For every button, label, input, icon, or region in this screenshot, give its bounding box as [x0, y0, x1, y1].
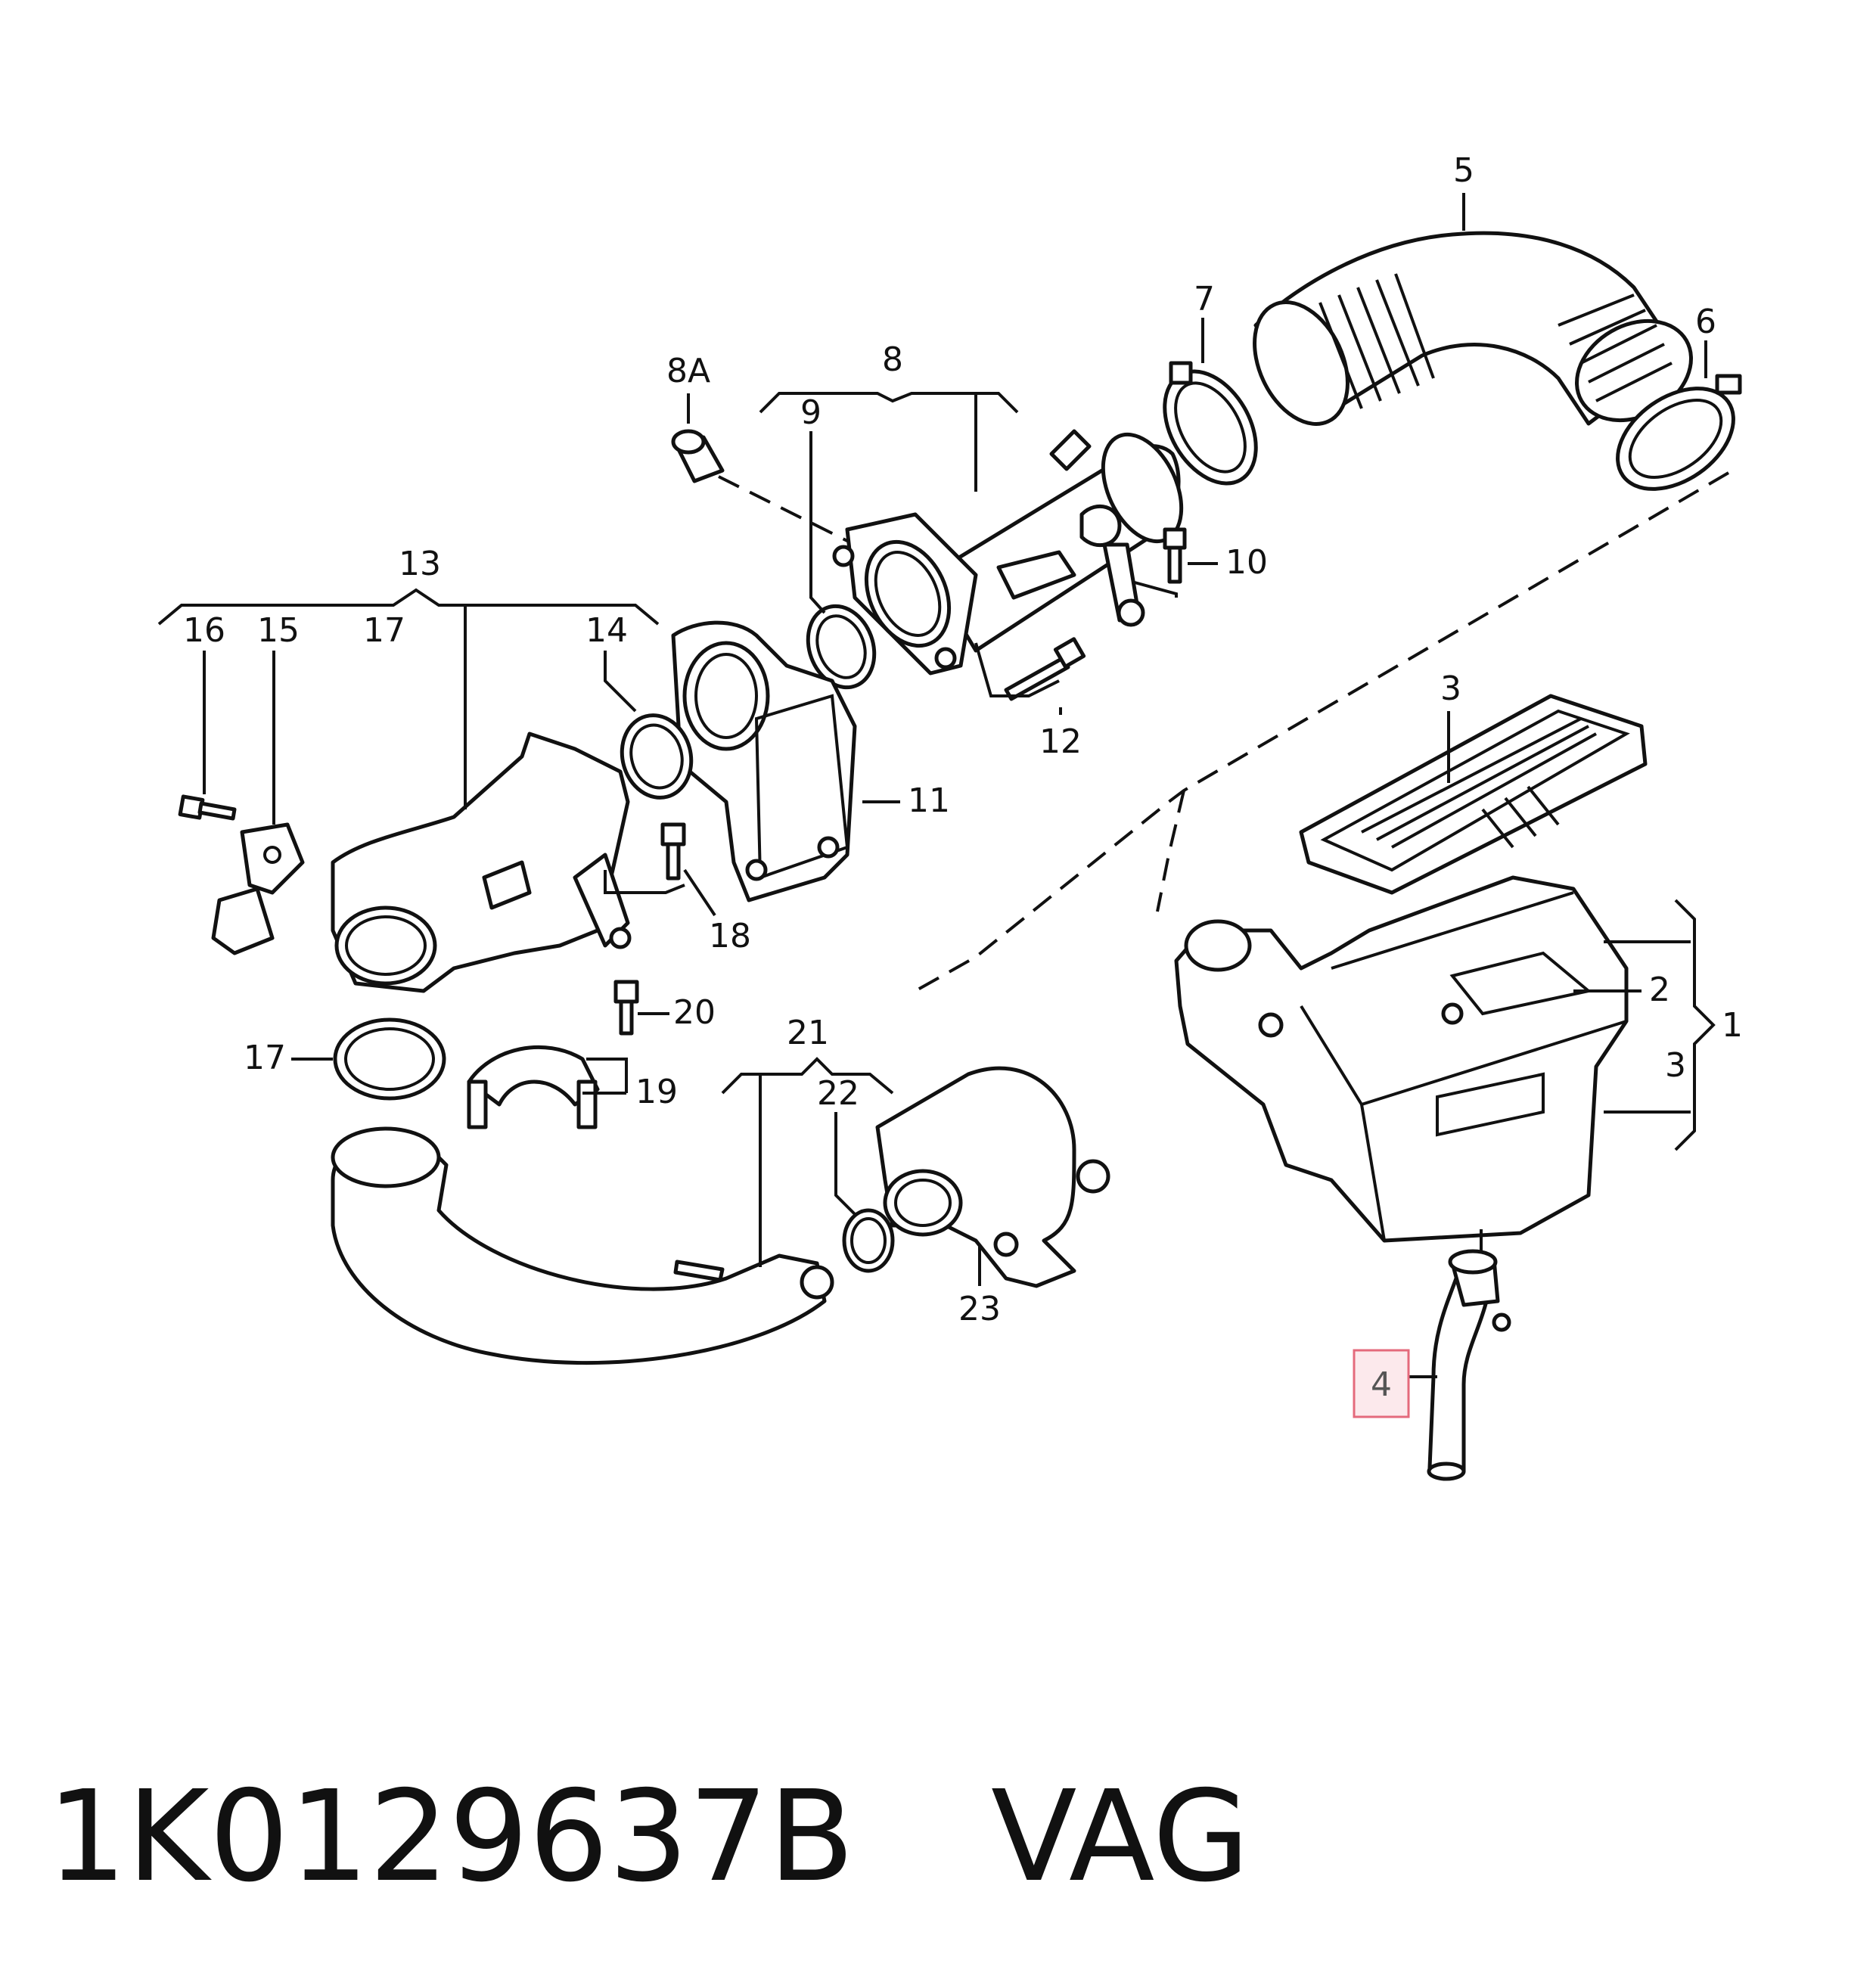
- assembly-dash-lines: [718, 471, 1730, 992]
- callout-9[interactable]: 9: [800, 393, 822, 432]
- callout-3[interactable]: 3: [1665, 1046, 1686, 1085]
- hose-clamp-7-part[interactable]: [1146, 356, 1275, 500]
- callout-1[interactable]: 1: [1722, 1006, 1743, 1045]
- air-filter-element-3-part[interactable]: [1299, 694, 1648, 895]
- callout-10[interactable]: 10: [1225, 543, 1268, 582]
- breather-hose-4-part[interactable]: [1427, 1249, 1511, 1481]
- callout-19[interactable]: 19: [635, 1073, 678, 1111]
- part-number: 1K0129637B: [47, 1764, 855, 1910]
- callout-16[interactable]: 16: [183, 611, 225, 650]
- callout-17-top[interactable]: 17: [363, 611, 405, 650]
- callout-4-highlight[interactable]: 4: [1353, 1349, 1410, 1418]
- bolt-18-part[interactable]: [660, 822, 686, 881]
- gasket-22-part[interactable]: [842, 1208, 895, 1273]
- callout-11[interactable]: 11: [908, 781, 950, 820]
- leader-lines: [157, 193, 1716, 1378]
- callout-4[interactable]: 4: [1371, 1365, 1392, 1404]
- bolt-16-part[interactable]: [178, 794, 237, 821]
- callout-2[interactable]: 2: [1649, 971, 1670, 1009]
- intake-hose-part[interactable]: [1236, 231, 1709, 440]
- callout-labels: 5 7 6 8 8A 9 10 12 11 13 14 16 15 17 17 …: [183, 151, 1743, 1328]
- callout-15[interactable]: 15: [257, 611, 300, 650]
- air-filter-housing-1-part[interactable]: [1174, 875, 1629, 1243]
- callout-14[interactable]: 14: [585, 611, 628, 650]
- callout-17[interactable]: 17: [244, 1039, 286, 1077]
- callout-22[interactable]: 22: [817, 1074, 859, 1113]
- callout-8a[interactable]: 8A: [666, 352, 710, 390]
- bolt-12-part[interactable]: [1004, 637, 1086, 701]
- callout-12[interactable]: 12: [1039, 722, 1082, 761]
- callout-23[interactable]: 23: [958, 1290, 1001, 1328]
- callout-20[interactable]: 20: [673, 993, 716, 1032]
- bolt-10-part[interactable]: [1163, 527, 1187, 584]
- sensor-15-part[interactable]: [211, 822, 305, 955]
- housing-23-part[interactable]: [875, 1066, 1110, 1288]
- callout-18[interactable]: 18: [709, 917, 751, 955]
- callout-3-top[interactable]: 3: [1440, 669, 1461, 708]
- gasket-9-part[interactable]: [797, 597, 886, 697]
- callout-8[interactable]: 8: [882, 340, 903, 379]
- brand-name: VAG: [991, 1764, 1250, 1910]
- bracket-19-part[interactable]: [467, 1045, 600, 1129]
- callout-21[interactable]: 21: [787, 1014, 829, 1052]
- intake-pipe-13-part[interactable]: [331, 732, 632, 993]
- callout-5[interactable]: 5: [1453, 151, 1474, 190]
- bolt-20-part[interactable]: [613, 980, 639, 1036]
- egr-valve-11-part[interactable]: [671, 620, 857, 902]
- charge-hose-21-part[interactable]: [331, 1126, 834, 1365]
- hose-clamp-6-part[interactable]: [1599, 368, 1752, 510]
- highlight-box: [1353, 1349, 1410, 1418]
- gasket-14-part[interactable]: [613, 707, 700, 806]
- throttle-assembly-8-part[interactable]: [832, 422, 1197, 676]
- callout-7[interactable]: 7: [1194, 280, 1215, 318]
- callout-6[interactable]: 6: [1695, 303, 1716, 341]
- o-ring-17-part[interactable]: [333, 1017, 446, 1101]
- sleeve-8a-part[interactable]: [671, 429, 725, 483]
- callout-13[interactable]: 13: [399, 545, 441, 583]
